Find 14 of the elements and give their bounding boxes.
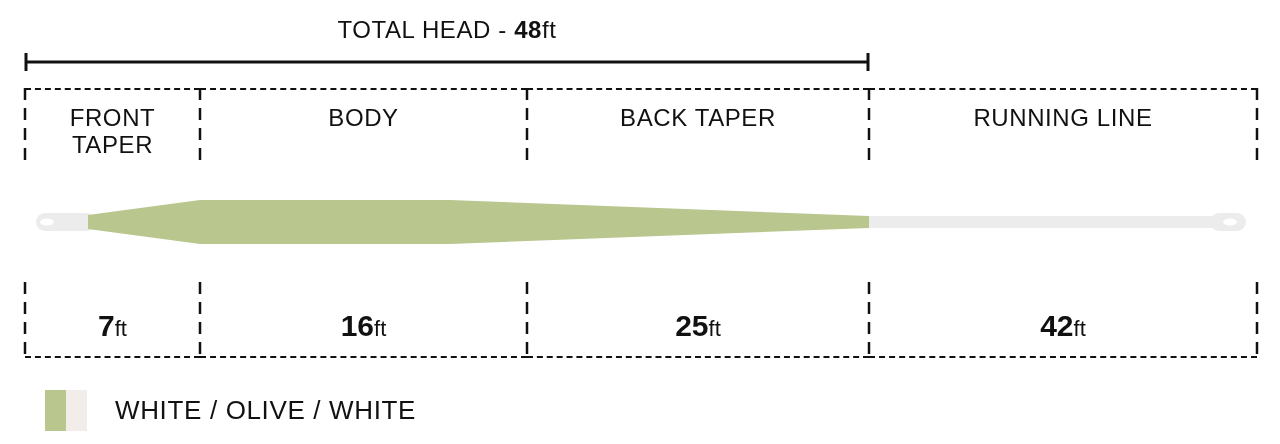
line-section-box bbox=[200, 88, 527, 358]
section-name: FRONT TAPER bbox=[68, 104, 157, 158]
line-section-box bbox=[25, 88, 200, 358]
section-name: RUNNING LINE bbox=[972, 104, 1154, 131]
length-value: 42ft bbox=[1040, 308, 1086, 344]
length-value: 16ft bbox=[340, 308, 387, 344]
section-name: BODY bbox=[327, 104, 400, 131]
line-section-box bbox=[869, 88, 1257, 358]
length-value: 25ft bbox=[675, 308, 721, 344]
legend-label: WHITE / OLIVE / WHITE bbox=[115, 394, 417, 427]
section-name: BACK TAPER bbox=[619, 104, 777, 131]
length-value: 7ft bbox=[98, 308, 127, 344]
total-length-label: TOTAL HEAD - 48ft bbox=[336, 15, 558, 45]
line-section-box bbox=[527, 88, 869, 358]
